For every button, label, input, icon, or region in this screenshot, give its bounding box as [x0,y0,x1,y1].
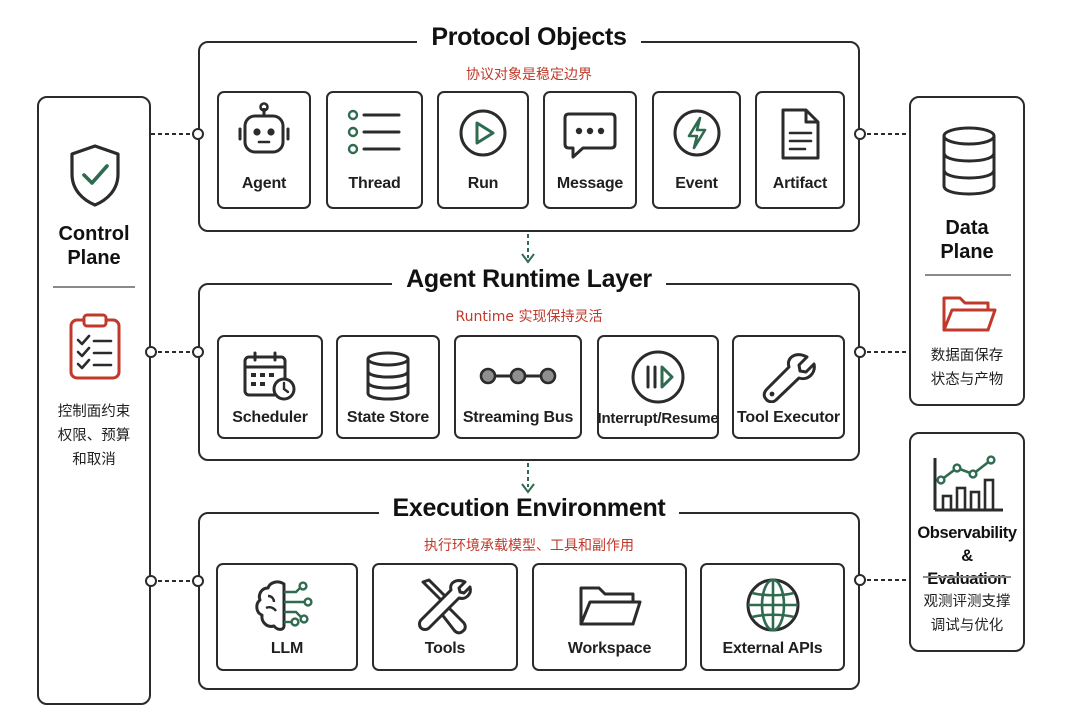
data-plane-description: 数据面保存 状态与产物 [930,348,1004,388]
node-chain-icon [479,367,557,385]
data-plane-divider [925,274,1011,276]
control-plane-title: Control Plane [58,223,130,269]
card-streaming-bus: Streaming Bus [454,335,582,439]
card-label: Tools [424,640,466,657]
agent-runtime-title: Agent Runtime Layer [200,265,858,294]
data-plane-panel: Data Plane 数据面保存 状态与产物 [909,96,1025,406]
database-icon [942,126,996,196]
arrow-head [521,253,535,264]
card-interrupt-resume: Interrupt/Resume [597,335,719,439]
arrow-head [521,483,535,494]
protocol-objects-subtitle: 协议对象是稳定边界 [466,67,592,83]
card-agent: Agent [217,91,311,209]
card-workspace: Workspace [532,563,687,671]
observability-divider [923,576,1011,578]
agent-runtime-layer: Agent Runtime Layer Runtime 实现保持灵活 Sched… [198,265,860,461]
execution-environment-subtitle: 执行环境承载模型、工具和副作用 [424,538,634,554]
card-scheduler: Scheduler [217,335,323,439]
execution-environment-layer: Execution Environment 执行环境承载模型、工具和副作用 LL… [198,494,860,690]
card-message: Message [543,91,637,209]
control-plane-description: 控制面约束 权限、预算 和取消 [57,404,131,468]
chat-bubble-icon [563,112,617,159]
list-icon [347,109,400,155]
protocol-objects-title: Protocol Objects [200,23,858,52]
document-icon [781,108,820,160]
folder-icon [942,296,997,332]
data-plane-title: Data Plane [940,217,994,263]
card-label: Scheduler [232,409,308,426]
card-label: Interrupt/Resume [597,410,719,427]
card-label: Workspace [567,640,652,657]
card-label: Event [675,175,718,192]
control-plane-panel: Control Plane 控制面约束 权限、预算 和取消 [37,96,151,705]
card-label: Message [556,175,624,192]
clipboard-checklist-icon [69,313,121,380]
line-bar-chart-icon [933,455,1003,512]
execution-environment-title: Execution Environment [200,494,858,523]
calendar-clock-icon [243,351,296,401]
protocol-objects-layer: Protocol Objects 协议对象是稳定边界 Agent Thread [198,23,860,232]
card-event: Event [652,91,741,209]
card-label: Artifact [772,175,828,192]
card-thread: Thread [326,91,423,209]
control-plane-divider [53,286,135,288]
card-state-store: State Store [336,335,440,439]
observability-panel: Observability & Evaluation 观测评测支撑 调试与优化 [909,432,1025,652]
observability-title: Observability & Evaluation [917,524,1017,588]
card-tools: Tools [372,563,518,671]
globe-icon [746,578,799,632]
card-run: Run [437,91,529,209]
card-external-apis: External APIs [700,563,845,671]
card-label: Streaming Bus [462,409,574,426]
card-artifact: Artifact [755,91,845,209]
card-label: External APIs [722,640,823,657]
agent-runtime-subtitle: Runtime 实现保持灵活 [455,309,603,325]
database-icon [366,351,410,401]
card-label: Thread [348,175,401,192]
card-label: State Store [346,409,430,426]
card-label: Tool Executor [737,409,840,426]
play-icon [459,109,507,157]
shield-check-icon [70,144,120,207]
card-label: LLM [270,640,304,657]
folder-icon [579,586,641,626]
card-llm: LLM [216,563,358,671]
robot-icon [238,102,290,154]
wrench-icon [762,353,816,403]
observability-description: 观测评测支撑 调试与优化 [923,594,1011,634]
card-label: Run [467,175,499,192]
lightning-icon [673,109,720,157]
card-label: Agent [241,175,287,192]
card-tool-executor: Tool Executor [732,335,845,439]
brain-circuit-icon [255,580,313,631]
tools-icon [418,578,472,635]
pause-play-icon [631,350,685,404]
